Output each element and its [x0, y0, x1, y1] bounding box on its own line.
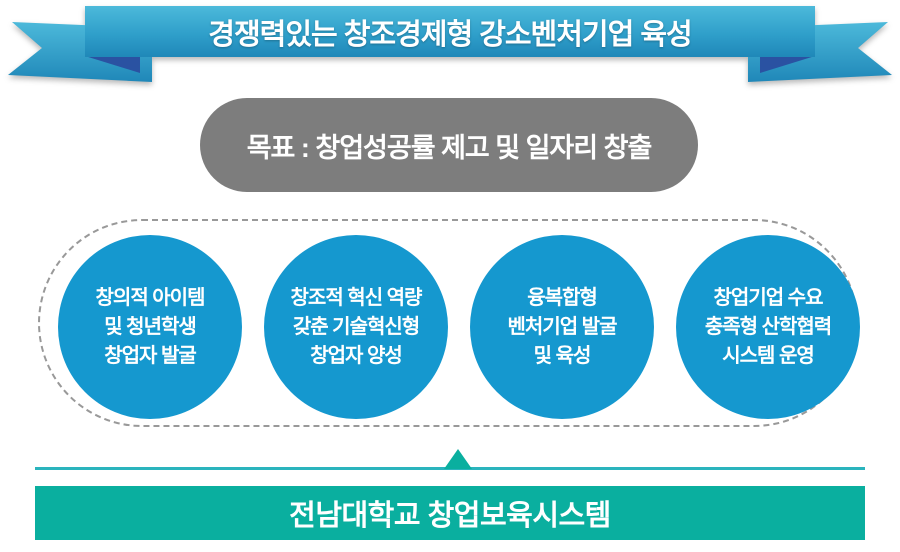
strategy-2-line-3: 창업자 양성 — [310, 344, 403, 367]
ribbon-right-fold — [760, 56, 815, 73]
ribbon-left-fold — [85, 56, 140, 73]
strategy-4-line-1: 창업기업 수요 — [713, 286, 824, 309]
strategy-3-line-2: 벤처기업 발굴 — [507, 315, 618, 338]
strategy-circle-3: 융복합형 벤처기업 발굴 및 육성 — [470, 235, 654, 419]
strategy-1-line-3: 창업자 발굴 — [104, 344, 197, 367]
strategy-circle-1: 창의적 아이템 및 청년학생 창업자 발굴 — [58, 235, 242, 419]
page-title: 경쟁력있는 창조경제형 강소벤처기업 육성 — [208, 18, 692, 51]
up-triangle-icon — [444, 449, 472, 469]
strategy-circle-2: 창조적 혁신 역량 갖춘 기술혁신형 창업자 양성 — [264, 235, 448, 419]
goal-pill: 목표 : 창업성공률 제고 및 일자리 창출 — [200, 98, 698, 192]
ribbon-band — [85, 6, 815, 57]
footer-title: 전남대학교 창업보육시스템 — [289, 500, 611, 532]
footer-banner: 전남대학교 창업보육시스템 — [35, 486, 865, 540]
strategy-circle-4: 창업기업 수요 충족형 산학협력 시스템 운영 — [676, 235, 860, 419]
strategy-3-line-3: 및 육성 — [533, 344, 592, 367]
goal-text: 목표 : 창업성공률 제고 및 일자리 창출 — [246, 132, 653, 163]
strategy-1-line-1: 창의적 아이템 — [95, 286, 206, 309]
strategy-2-line-2: 갖춘 기술혁신형 — [292, 315, 420, 338]
strategy-4-line-2: 충족형 산학협력 — [704, 315, 832, 338]
strategy-2-line-1: 창조적 혁신 역량 — [290, 286, 423, 309]
ribbon-banner-graphic — [8, 6, 892, 82]
strategy-3-line-1: 융복합형 — [527, 286, 598, 309]
strategy-1-line-2: 및 청년학생 — [104, 315, 197, 338]
strategy-4-line-3: 시스템 운영 — [722, 344, 815, 367]
